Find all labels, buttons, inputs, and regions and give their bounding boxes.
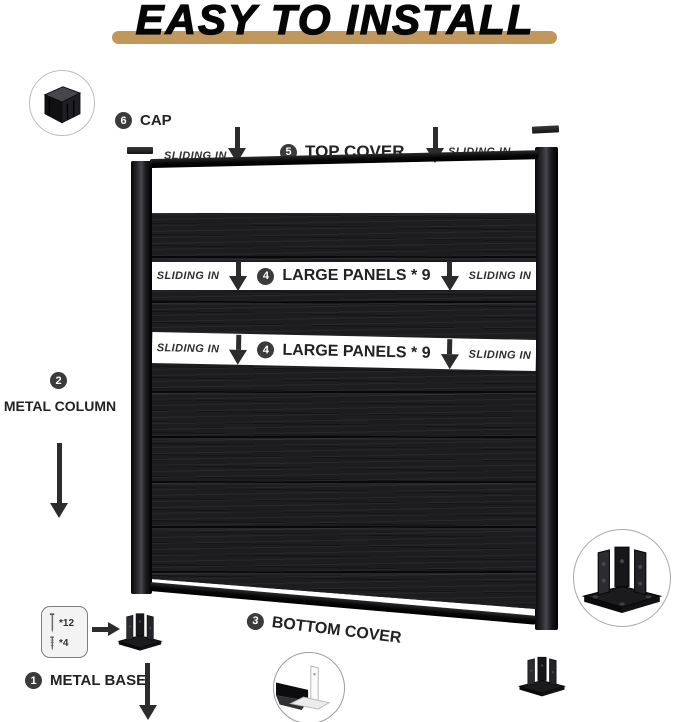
- metal-base-icon: [117, 613, 163, 651]
- panel-slot-band: SLIDING IN 4 LARGE PANELS * 9 SLIDING IN: [152, 262, 536, 290]
- arrow-head: [50, 503, 68, 518]
- bottom-cover-detail-circle: [273, 652, 345, 722]
- step-number-badge: 6: [115, 112, 132, 129]
- large-panels-step-label: 4 LARGE PANELS * 9: [257, 267, 430, 285]
- arrow-head: [138, 705, 157, 720]
- large-panels-step-label: 4 LARGE PANELS * 9: [257, 341, 431, 363]
- arrow-shaft: [92, 626, 108, 632]
- arrow-shaft: [236, 334, 241, 349]
- page-title: EASY TO INSTALL: [135, 0, 535, 43]
- step-number-badge: 2: [50, 372, 67, 389]
- hardware-pack-row: *4: [49, 636, 87, 651]
- metal-base-icon: [517, 656, 567, 697]
- metal-base-step-label: 1 METAL BASE: [25, 672, 146, 689]
- short-screw-qty: *4: [59, 638, 69, 649]
- hardware-pack-row: *12: [49, 613, 87, 633]
- arrow-shaft: [145, 663, 150, 705]
- arrow-head: [108, 622, 120, 636]
- down-arrow-icon: [441, 261, 459, 291]
- cap-label-text: CAP: [140, 112, 172, 129]
- fence-panels: SLIDING IN 4 LARGE PANELS * 9 SLIDING IN…: [152, 213, 536, 609]
- metal-base-arrow: [138, 663, 157, 720]
- step-number-badge: 4: [257, 268, 274, 285]
- hardware-pack: *12 *4: [41, 606, 88, 658]
- cap-step-label: 6 CAP: [115, 112, 172, 129]
- arrow-head: [440, 354, 458, 369]
- short-screw-icon: [50, 636, 54, 651]
- sliding-in-label: SLIDING IN: [468, 270, 532, 282]
- right-arrow-icon: [92, 622, 120, 636]
- bottom-cover-channel-icon: [276, 665, 331, 710]
- down-arrow-icon: [229, 261, 247, 291]
- sliding-in-label: SLIDING IN: [468, 348, 532, 362]
- panel-slot-band: SLIDING IN 4 LARGE PANELS * 9 SLIDING IN: [152, 332, 537, 371]
- large-panels-label-text: LARGE PANELS * 9: [282, 267, 431, 284]
- left-column-cap: [127, 147, 153, 154]
- fence-right-column: [535, 147, 558, 630]
- down-arrow-icon: [229, 334, 248, 364]
- top-cover-rail: [149, 150, 539, 168]
- arrow-shaft: [234, 127, 240, 148]
- metal-base-icon: [581, 546, 663, 613]
- arrow-head: [229, 276, 247, 291]
- metal-base-detail-circle: [573, 529, 671, 627]
- sliding-in-label: SLIDING IN: [156, 341, 220, 355]
- large-panels-label-text: LARGE PANELS * 9: [282, 341, 431, 362]
- right-column-cap: [531, 125, 560, 134]
- arrow-shaft: [447, 339, 452, 354]
- arrow-head: [441, 276, 459, 291]
- step-number-badge: 4: [257, 341, 274, 358]
- title-underline-bar: [112, 31, 557, 44]
- step-number-badge: 3: [245, 611, 265, 631]
- down-arrow-icon: [440, 339, 459, 369]
- arrow-shaft: [56, 443, 62, 503]
- cap-icon: [43, 86, 82, 124]
- arrow-head: [229, 349, 247, 364]
- cap-detail-circle: [29, 70, 95, 136]
- fence-left-column: [131, 161, 152, 594]
- metal-column-arrow: [49, 443, 69, 518]
- arrow-shaft: [236, 261, 241, 276]
- metal-column-step-label: METAL COLUMN: [3, 398, 117, 414]
- arrow-shaft: [432, 127, 438, 148]
- step-number-badge: 1: [25, 672, 42, 689]
- metal-base-label-text: METAL BASE: [50, 672, 147, 689]
- long-screw-icon: [49, 613, 55, 633]
- sliding-in-label: SLIDING IN: [156, 270, 220, 282]
- long-screw-qty: *12: [59, 617, 75, 629]
- arrow-shaft: [447, 261, 452, 276]
